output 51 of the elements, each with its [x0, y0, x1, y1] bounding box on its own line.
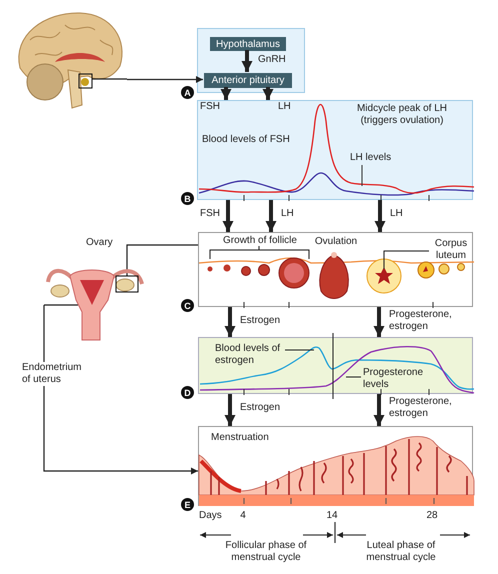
- arrow: [224, 394, 236, 426]
- connector-line: [126, 244, 198, 262]
- arrow: [242, 50, 252, 72]
- panel-text: Growth of follicle: [222, 235, 298, 247]
- panel-letter: A: [181, 86, 194, 99]
- axis-label: Days: [199, 510, 223, 522]
- axis-label: 14: [325, 510, 339, 522]
- arrow: [374, 307, 384, 337]
- box-title: Anterior pituitary: [212, 75, 284, 86]
- arrow: [374, 200, 386, 232]
- panel-text: Corpus luteum: [434, 238, 468, 262]
- panel-letter: D: [181, 386, 194, 399]
- edge-label: LH: [390, 208, 403, 220]
- panel: [198, 337, 473, 394]
- panel: [198, 232, 473, 307]
- panel-letter: E: [181, 498, 194, 511]
- panel-text: Midcycle peak of LH (triggers ovulation): [356, 103, 448, 127]
- edge-label: GnRH: [258, 54, 286, 66]
- panel-text: Blood levels of estrogen: [215, 343, 282, 367]
- edge-label: Progesterone, estrogen: [389, 309, 453, 333]
- panel-text: Progesterone levels: [363, 367, 424, 391]
- panel-text: LH levels: [350, 152, 392, 164]
- edge-label: FSH: [200, 208, 220, 220]
- edge-label: LH: [278, 101, 291, 113]
- arrow: [374, 394, 384, 426]
- edge-label: Estrogen: [240, 402, 280, 414]
- arrow: [220, 87, 232, 100]
- phase-label: Luteal phase of menstrual cycle: [365, 540, 437, 564]
- edge-label: FSH: [200, 101, 220, 113]
- arrow: [43, 304, 198, 474]
- axis-label: 28: [425, 510, 439, 522]
- process-box: [204, 73, 292, 88]
- box-title: Hypothalamus: [216, 38, 280, 50]
- panel-letter: B: [181, 192, 194, 205]
- panel: [197, 28, 305, 93]
- panel-text: Ovulation: [314, 236, 358, 248]
- part-label: Ovary: [86, 237, 114, 249]
- edge-label: Estrogen: [240, 315, 280, 327]
- arrow: [262, 87, 274, 100]
- edge-label: Progesterone, estrogen: [389, 396, 453, 420]
- process-box: [210, 37, 286, 51]
- panel-text: Menstruation: [211, 432, 270, 444]
- phase-label: Follicular phase of menstrual cycle: [224, 540, 308, 564]
- panel-text: Blood levels of FSH: [202, 134, 291, 146]
- edge-label: LH: [281, 208, 294, 220]
- arrow: [127, 76, 203, 83]
- axis-label: 4: [239, 510, 247, 522]
- panel-letter: C: [181, 299, 194, 312]
- arrow: [224, 307, 236, 337]
- arrow: [266, 200, 276, 232]
- arrow: [222, 200, 234, 232]
